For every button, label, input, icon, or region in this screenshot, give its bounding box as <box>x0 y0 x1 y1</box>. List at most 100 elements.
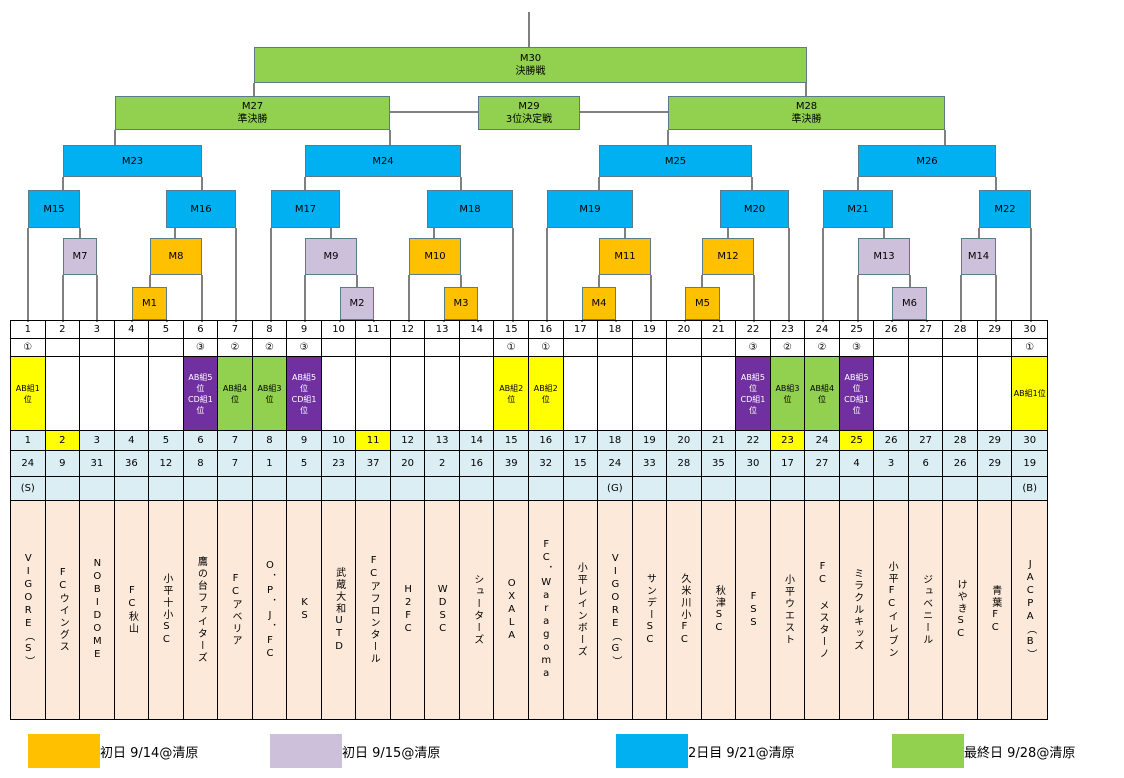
match-m14: M14 <box>961 238 996 275</box>
team-name: 小平レインボーズ <box>563 501 599 719</box>
team-note <box>356 477 391 501</box>
slot-number: 20 <box>667 431 702 451</box>
team-note <box>528 477 564 501</box>
seed-label: AB組1位 <box>1012 357 1047 431</box>
slot-number: 7 <box>218 431 253 451</box>
match-label: M28 <box>795 101 818 112</box>
seed-label <box>390 357 426 431</box>
team-number: 5 <box>287 451 322 477</box>
seed-mark <box>943 339 978 357</box>
position-number: 9 <box>287 321 322 339</box>
position-number: 29 <box>977 321 1013 339</box>
slot-number: 15 <box>494 431 529 451</box>
team-name: 鷹の台ファイターズ <box>183 501 219 719</box>
legend-label: 最終日 9/28@清原 <box>964 746 1076 761</box>
seed-mark: ③ <box>839 339 875 357</box>
match-m21: M21 <box>823 190 893 228</box>
match-round: 準決勝 <box>237 114 268 125</box>
team-number: 26 <box>943 451 978 477</box>
legend-swatch <box>28 734 100 768</box>
seed-label <box>459 357 495 431</box>
seed-mark: ② <box>252 339 288 357</box>
match-m25: M25 <box>599 145 752 177</box>
legend-label: 初日 9/14@清原 <box>100 746 199 761</box>
match-label: M18 <box>459 203 481 215</box>
seed-mark <box>563 339 599 357</box>
legend-label: 初日 9/15@清原 <box>342 746 441 761</box>
team-number: 6 <box>908 451 944 477</box>
team-name: ミラクルキッズ <box>839 501 875 719</box>
seed-mark <box>874 339 909 357</box>
position-number: 22 <box>736 321 771 339</box>
seed-mark: ② <box>770 339 806 357</box>
position-number: 19 <box>632 321 668 339</box>
team-name: シューターズ <box>459 501 495 719</box>
team-name: VIGORE（G） <box>598 501 633 719</box>
match-label: M22 <box>994 203 1016 215</box>
seed-label <box>356 357 391 431</box>
team-note <box>321 477 357 501</box>
match-label: M5 <box>695 298 710 309</box>
team-note <box>45 477 81 501</box>
position-number: 11 <box>356 321 391 339</box>
seed-mark: ① <box>1012 339 1047 357</box>
team-name: FC秋山 <box>114 501 150 719</box>
seed-label <box>908 357 944 431</box>
position-number: 27 <box>908 321 944 339</box>
match-m7: M7 <box>63 238 97 275</box>
match-m17: M17 <box>271 190 340 228</box>
team-note <box>252 477 288 501</box>
seed-mark: ① <box>528 339 564 357</box>
seed-label: AB組4位 <box>218 357 253 431</box>
seed-label <box>149 357 184 431</box>
slot-number: 12 <box>390 431 426 451</box>
seed-mark: ② <box>218 339 253 357</box>
team-name: H2FC <box>390 501 426 719</box>
legend-label: 2日目 9/21@清原 <box>688 746 795 761</box>
team-name: サンデーSC <box>632 501 668 719</box>
slot-number: 17 <box>563 431 599 451</box>
slot-number: 10 <box>321 431 357 451</box>
team-name: FCアフロンタール <box>356 501 391 719</box>
team-note: (B) <box>1012 477 1047 501</box>
position-number: 7 <box>218 321 253 339</box>
match-label: M24 <box>372 155 394 167</box>
team-note <box>805 477 840 501</box>
match-m23: M23 <box>63 145 202 177</box>
team-note <box>736 477 771 501</box>
match-round: 決勝戦 <box>515 66 546 77</box>
slot-number: 26 <box>874 431 909 451</box>
position-number: 25 <box>839 321 875 339</box>
slot-number: 13 <box>425 431 460 451</box>
team-number: 39 <box>494 451 529 477</box>
seed-mark <box>667 339 702 357</box>
seed-mark <box>80 339 115 357</box>
team-name: 久米川小FC <box>667 501 702 719</box>
match-m22: M22 <box>979 190 1031 228</box>
seed-mark: ① <box>11 339 46 357</box>
position-number: 14 <box>459 321 495 339</box>
match-label: M9 <box>323 251 339 262</box>
match-label: M13 <box>873 251 895 262</box>
seed-label <box>667 357 702 431</box>
seed-mark <box>149 339 184 357</box>
slot-number: 5 <box>149 431 184 451</box>
team-name: 武蔵大和UTD <box>321 501 357 719</box>
slot-number: 21 <box>701 431 737 451</box>
team-name: OXALA <box>494 501 529 719</box>
seed-label <box>114 357 150 431</box>
match-m11: M11 <box>599 238 651 275</box>
position-number: 24 <box>805 321 840 339</box>
position-number: 21 <box>701 321 737 339</box>
match-m10: M10 <box>409 238 461 275</box>
position-number: 3 <box>80 321 115 339</box>
match-label: M15 <box>43 203 65 215</box>
team-note <box>149 477 184 501</box>
team-number: 35 <box>701 451 737 477</box>
team-number: 37 <box>356 451 391 477</box>
team-name: JACPA（B） <box>1012 501 1047 719</box>
